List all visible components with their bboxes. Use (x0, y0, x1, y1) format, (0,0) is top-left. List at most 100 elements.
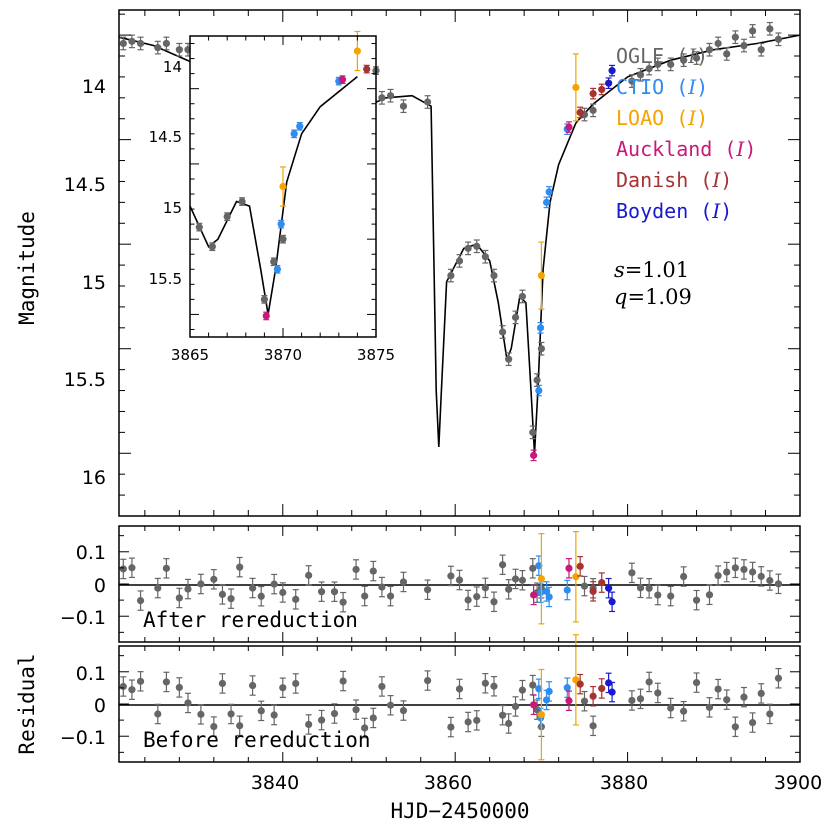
residual-point-ogle (249, 584, 257, 592)
residual-point-ogle (723, 568, 731, 576)
data-point-boyden (605, 79, 613, 87)
residual-point-ogle (399, 706, 408, 715)
inset-x-tick-label: 3875 (357, 346, 395, 364)
residual-point-ogle (705, 591, 714, 599)
main-panel: 14 14.5 15 15.5 16 Magnitude OGLE (I) CT… (15, 9, 801, 517)
data-point-ogle (766, 25, 774, 33)
residual-point-ogle (218, 590, 227, 599)
residual-before-y-tick-label: −0.1 (60, 727, 106, 749)
data-point-ogle (136, 39, 145, 48)
residual-after-ticks (119, 526, 801, 642)
inset-point-ogle (238, 197, 246, 206)
residual-point-ogle (464, 718, 472, 726)
residual-point-ctio (535, 685, 543, 693)
residual-point-ogle (339, 677, 347, 685)
residual-point-ogle (518, 686, 527, 694)
residual-point-ogle (499, 711, 507, 719)
inset-ticks (189, 36, 377, 337)
residual-point-ogle (455, 576, 464, 584)
residual-point-ctio (535, 562, 543, 570)
residual-before-ticks (119, 646, 801, 762)
residual-point-loao (537, 575, 545, 583)
residual-point-danish (598, 684, 606, 693)
residual-point-ctio (545, 687, 553, 696)
residual-point-ogle (636, 584, 645, 592)
residual-point-danish (589, 692, 597, 700)
data-point-ogle (740, 41, 748, 50)
inset-point-loao (353, 47, 361, 55)
residual-point-ogle (714, 685, 722, 693)
inset-point-ctio (273, 265, 282, 273)
residual-point-ogle (667, 592, 675, 600)
residual-point-ogle (766, 710, 774, 718)
residual-point-ogle (740, 693, 748, 701)
residual-point-ctio (545, 593, 553, 601)
param-s: s=1.01 (614, 258, 689, 282)
data-point-ctio (545, 188, 553, 196)
residual-point-ogle (257, 707, 265, 715)
residual-point-ogle (473, 716, 481, 724)
x-tick-label: 3880 (600, 772, 648, 794)
data-point-loao (537, 271, 545, 280)
y-axis-title-magnitude: Magnitude (15, 211, 39, 325)
residual-point-ctio (542, 587, 551, 596)
residual-point-ogle (119, 565, 127, 573)
data-point-auckland (565, 123, 573, 131)
data-point-ogle (128, 37, 136, 45)
residual-point-ogle (680, 572, 688, 581)
residual-point-ogle (175, 594, 183, 602)
data-point-ogle (447, 271, 455, 280)
data-point-ogle (464, 244, 472, 252)
residual-point-ogle (424, 586, 432, 594)
residual-point-ogle (227, 710, 235, 718)
data-point-ogle (162, 39, 171, 48)
residual-point-ogle (473, 593, 481, 601)
residual-point-ogle (210, 575, 218, 583)
residual-point-ogle (481, 584, 489, 592)
residual-point-danish (576, 680, 584, 688)
residual-point-ogle (369, 714, 377, 722)
data-point-ctio (536, 324, 545, 332)
inset-point-auckland (262, 312, 270, 320)
residual-point-ogle (680, 707, 688, 715)
residual-point-ogle (330, 709, 339, 718)
residual-point-ogle (692, 596, 701, 604)
data-point-ogle (636, 71, 645, 79)
data-point-ogle (154, 44, 162, 52)
residual-after-y-tick-label: −0.1 (60, 607, 106, 629)
residual-point-ogle (218, 679, 227, 688)
residual-point-ogle (490, 598, 498, 606)
inset-point-ctio (290, 130, 298, 138)
residual-point-ogle (175, 683, 183, 692)
data-point-ogle (723, 50, 731, 58)
inset-point-ctio (296, 122, 304, 130)
residual-point-ogle (184, 585, 192, 593)
residual-point-auckland (530, 701, 538, 709)
residual-point-ogle (499, 561, 507, 569)
data-point-ogle (518, 292, 527, 301)
data-point-ogle (529, 428, 537, 436)
data-point-ogle (692, 54, 701, 62)
data-point-ogle (533, 376, 541, 384)
residual-point-ogle (236, 722, 244, 730)
inset-panel: 14 14.5 15 15.5 3865 3870 3875 (149, 30, 395, 364)
residual-after-panel: 0.1 0 −0.1 After rereduction (60, 525, 801, 643)
data-point-ogle (499, 328, 507, 336)
y-tick-label: 14 (82, 76, 106, 98)
residual-point-danish (589, 587, 597, 595)
inset-x-tick-label: 3865 (171, 346, 209, 364)
data-point-boyden (608, 67, 616, 75)
legend-entry-auckland: Auckland (I) (616, 137, 756, 161)
residual-point-danish (576, 562, 584, 570)
x-tick-label: 3860 (424, 772, 472, 794)
residual-point-ogle (464, 596, 472, 604)
residual-before-y-tick-label: 0 (94, 695, 106, 717)
model-curve-line (189, 75, 358, 315)
residual-point-ogle (740, 565, 748, 574)
inset-point-ctio (277, 220, 285, 228)
residual-point-ogle (386, 701, 395, 709)
data-point-ogle (680, 56, 688, 64)
residual-point-ogle (119, 682, 127, 691)
data-point-ogle (473, 242, 481, 250)
